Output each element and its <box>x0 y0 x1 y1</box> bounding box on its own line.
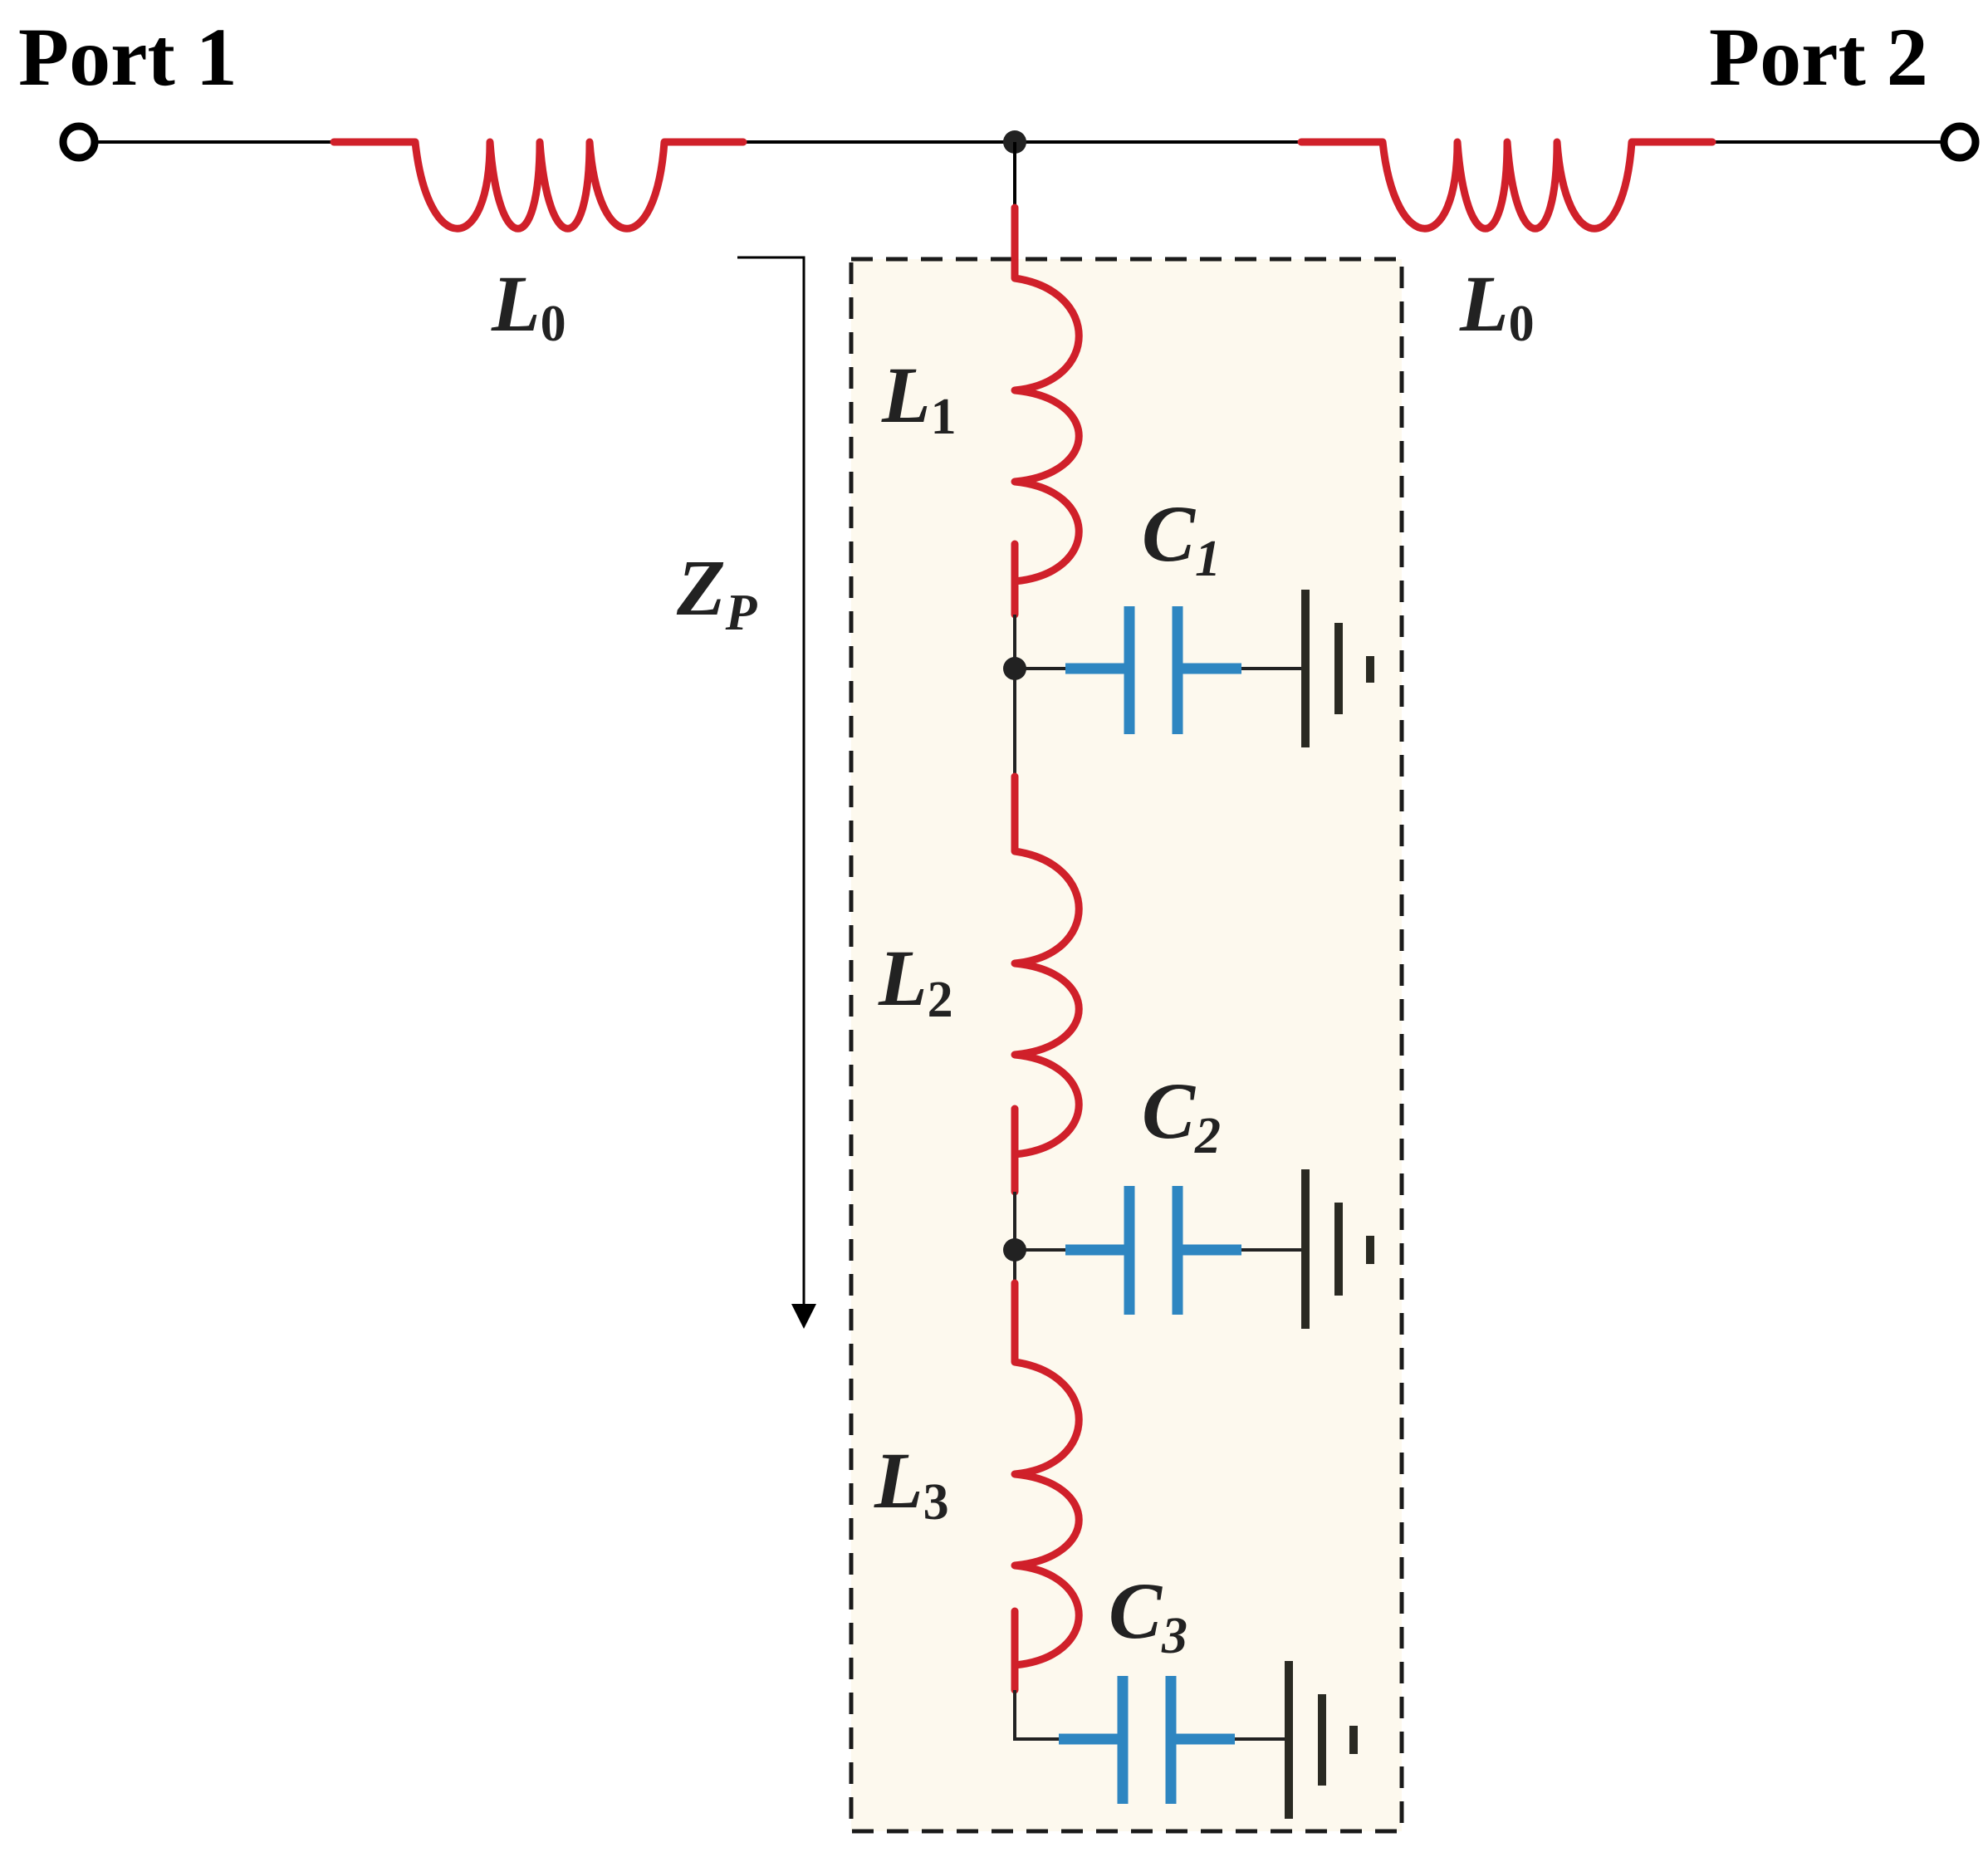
inductor-L3 <box>1011 1279 1083 1694</box>
impedance-arrow <box>737 256 816 1329</box>
ground-C3 <box>1285 1661 1358 1819</box>
label-L2: L2 <box>878 933 953 1028</box>
ground-C1 <box>1301 590 1374 747</box>
label-C2: C2 <box>1142 1066 1221 1164</box>
label-L3: L3 <box>874 1436 949 1531</box>
label-C3: C3 <box>1109 1566 1187 1664</box>
label-L0-right: L0 <box>1459 259 1535 352</box>
inductor-L0-left <box>330 138 747 233</box>
label-ZP: ZP <box>676 543 758 641</box>
ground-C2 <box>1301 1169 1374 1329</box>
wire-L3-to-C3 <box>1013 1690 1059 1741</box>
label-L1: L1 <box>881 350 957 445</box>
shunt-branch-box <box>849 257 1404 1834</box>
capacitor-C1-branch <box>1015 606 1304 734</box>
inductor-L0-right <box>1297 138 1716 233</box>
port2-label: Port 2 <box>1709 11 1928 103</box>
inductor-L2 <box>1011 772 1083 1196</box>
label-C1: C1 <box>1142 489 1221 587</box>
capacitor-C3-branch <box>1059 1676 1289 1804</box>
label-L0-left: L0 <box>491 259 566 352</box>
port1-label: Port 1 <box>18 11 237 103</box>
port2-terminal <box>1940 122 1980 162</box>
inductor-L1 <box>1011 203 1083 619</box>
capacitor-C2-branch <box>1015 1186 1304 1315</box>
port1-terminal <box>59 122 99 162</box>
